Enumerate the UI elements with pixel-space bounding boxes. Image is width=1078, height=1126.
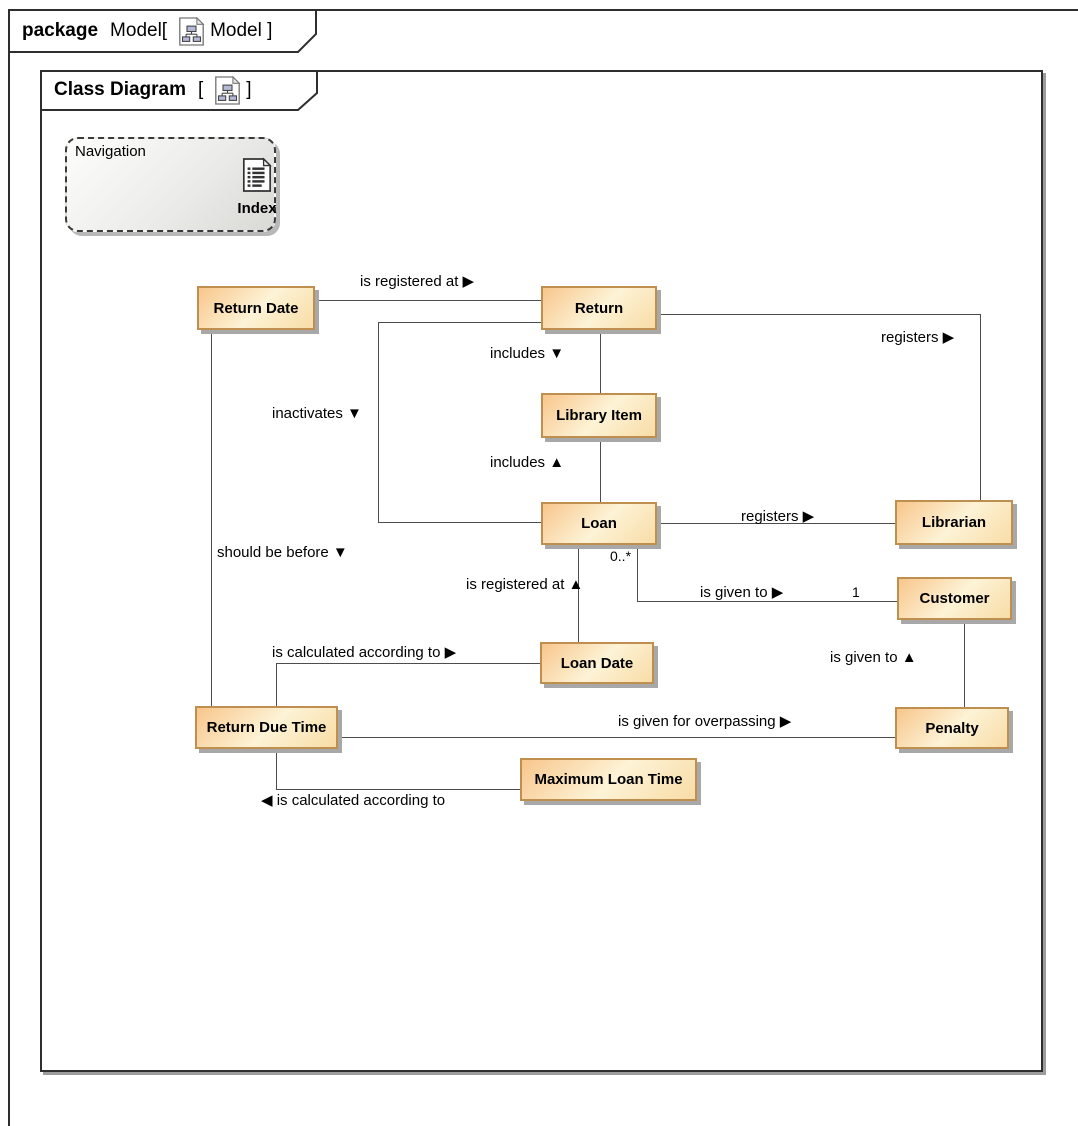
assoc-loan-librarian [657, 523, 895, 524]
assoc-returnduetime-maxloantime-seg2 [276, 789, 520, 790]
label-includes-up: includes ▲ [490, 454, 565, 471]
class-label: Penalty [925, 719, 979, 737]
class-label: Library Item [556, 407, 642, 424]
class-diagram-frame [40, 70, 1043, 1072]
label-inactivates: inactivates ▼ [272, 405, 362, 422]
multiplicity-0-star: 0..* [610, 548, 632, 564]
label-is-calculated-according-to-left: ◀ is calculated according to [261, 792, 446, 809]
assoc-return-librarian-seg2 [980, 314, 981, 500]
package-frame [8, 9, 1078, 1126]
label-registers-top: registers ▶ [881, 329, 955, 346]
assoc-returnduetime-loandate-seg2 [276, 663, 540, 664]
label-is-registered-at-loan: is registered at ▲ [466, 576, 584, 593]
index-link[interactable]: Index [222, 157, 292, 217]
navigation-title: Navigation [75, 143, 146, 160]
assoc-returndate-returnduetime [211, 330, 212, 706]
class-box-librarian[interactable]: Librarian [895, 500, 1013, 545]
package-name: Model[ [110, 20, 168, 41]
bracket-open: [ [198, 79, 204, 100]
assoc-return-librarian-seg1 [657, 314, 980, 315]
label-should-be-before: should be before ▼ [217, 544, 348, 561]
class-label: Return Due Time [206, 719, 327, 736]
class-diagram-tab-shape [40, 70, 318, 111]
package-keyword: package [22, 20, 99, 41]
class-label: Customer [919, 590, 990, 607]
assoc-loan-customer-seg1 [637, 545, 638, 601]
diagram-icon [178, 16, 205, 46]
class-box-penalty[interactable]: Penalty [895, 707, 1009, 749]
diagram-icon [214, 75, 241, 105]
class-label: Return [574, 299, 624, 317]
label-is-given-for-overpassing: is given for overpassing ▶ [618, 713, 792, 730]
assoc-return-loan-seg2 [378, 322, 379, 522]
assoc-loan-loandate [578, 545, 579, 642]
class-label: Librarian [921, 514, 987, 531]
assoc-returnduetime-penalty [338, 737, 895, 738]
package-tab: package Model[ Model ] [22, 13, 278, 49]
class-box-return-due-time[interactable]: Return Due Time [195, 706, 338, 749]
assoc-returndate-return [315, 300, 541, 301]
class-box-return-date[interactable]: Return Date [197, 286, 315, 330]
assoc-libraryitem-loan [600, 438, 601, 502]
assoc-return-loan-seg1 [378, 322, 541, 323]
class-box-loan-date[interactable]: Loan Date [540, 642, 654, 684]
class-label: Loan [581, 515, 617, 532]
class-label: Loan Date [560, 654, 634, 672]
label-registers-mid: registers ▶ [741, 508, 815, 525]
index-icon [241, 157, 273, 198]
assoc-returnduetime-loandate-seg1 [276, 663, 277, 706]
package-tab-shape [8, 9, 317, 53]
label-is-registered-at-return: is registered at ▶ [360, 273, 475, 290]
diagram-title: Class Diagram [54, 79, 187, 100]
class-diagram-tab: Class Diagram [ ] [54, 74, 258, 106]
class-box-customer[interactable]: Customer [897, 577, 1012, 620]
assoc-return-loan-seg3 [378, 522, 541, 523]
class-label: Return Date [213, 299, 299, 317]
label-is-given-to-up: is given to ▲ [830, 649, 917, 666]
label-is-given-to-right: is given to ▶ [700, 584, 784, 601]
class-box-library-item[interactable]: Library Item [541, 393, 657, 438]
assoc-loan-customer-seg2 [637, 601, 897, 602]
assoc-returnduetime-maxloantime-seg1 [276, 749, 277, 789]
index-label: Index [237, 200, 277, 217]
package-suffix: Model ] [210, 20, 273, 41]
label-includes-down: includes ▼ [490, 345, 565, 362]
bracket-close: ] [246, 79, 252, 100]
class-label: Maximum Loan Time [534, 771, 683, 788]
class-box-return[interactable]: Return [541, 286, 657, 330]
multiplicity-1: 1 [852, 584, 860, 600]
assoc-return-libraryitem [600, 330, 601, 393]
class-box-loan[interactable]: Loan [541, 502, 657, 545]
class-box-maximum-loan-time[interactable]: Maximum Loan Time [520, 758, 697, 801]
assoc-customer-penalty [964, 620, 965, 707]
navigation-box: Navigation Index [65, 137, 277, 232]
label-is-calculated-according-to-right: is calculated according to ▶ [272, 644, 457, 661]
